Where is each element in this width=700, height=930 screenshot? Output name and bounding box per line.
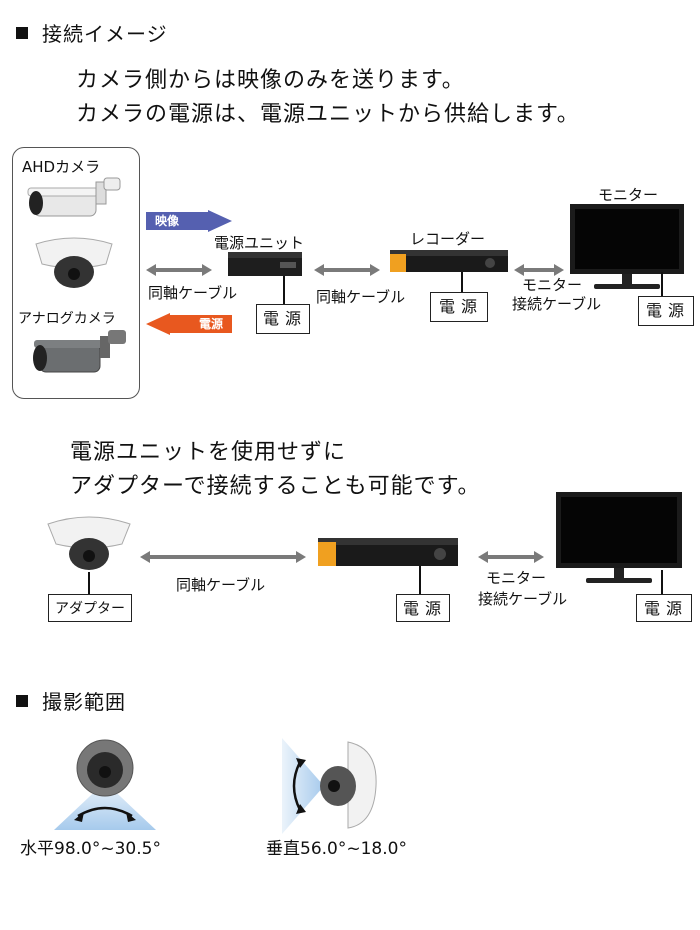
dome-camera-icon <box>35 237 113 288</box>
recorder-icon-2 <box>318 538 458 566</box>
monitor-arrow-1 <box>514 264 564 276</box>
power-box-2: 電源 <box>430 292 488 322</box>
power-unit-label: 電源ユニット <box>214 234 305 252</box>
lead2-line-1: 電源ユニットを使用せずに <box>70 440 347 465</box>
lead-line-2: カメラの電源は、電源ユニットから供給します。 <box>76 102 580 127</box>
coax-cable-label-2: 同軸ケーブル <box>316 288 406 306</box>
power-cord-5 <box>661 570 663 596</box>
horizontal-caption: 水平98.0°~30.5° <box>20 839 161 859</box>
coax-cable-label-3: 同軸ケーブル <box>176 576 266 594</box>
recorder-label: レコーダー <box>410 230 486 248</box>
adapter-box: アダプター <box>48 594 132 622</box>
monitor-cable-label-1: モニター 接続ケーブル <box>512 276 601 314</box>
dome-camera-icon-2 <box>47 516 131 570</box>
power-box-5: 電源 <box>636 594 692 622</box>
section3-heading: 撮影範囲 <box>16 686 126 715</box>
horizontal-range-icon <box>54 739 156 830</box>
power-box-3: 電源 <box>638 296 694 326</box>
power-unit-icon <box>228 252 302 276</box>
recorder-icon <box>390 250 508 272</box>
section1-lead: カメラ側からは映像のみを送ります。 カメラの電源は、電源ユニットから供給します。 <box>76 64 580 132</box>
coax-cable-label-1: 同軸ケーブル <box>148 284 238 302</box>
power-cord-1 <box>283 276 285 306</box>
adapter-cord <box>88 572 90 596</box>
section1-title: 接続イメージ <box>42 22 168 46</box>
vertical-caption: 垂直56.0°~18.0° <box>266 839 407 859</box>
power-cord-2 <box>461 272 463 294</box>
vertical-range-icon <box>282 738 377 834</box>
ahd-camera-label: AHDカメラ <box>22 158 101 176</box>
monitor-arrow-2 <box>478 551 544 563</box>
video-tag: 映像 <box>154 214 179 228</box>
analog-camera-label: アナログカメラ <box>18 311 116 327</box>
lead2-line-2: アダプターで接続することも可能です。 <box>70 474 481 499</box>
power-tag: 電源 <box>198 317 223 331</box>
monitor-icon-2 <box>556 492 682 583</box>
monitor-cable-label-2: モニター 接続ケーブル <box>478 568 567 610</box>
bullet-square-icon <box>16 27 28 39</box>
power-box-4: 電源 <box>396 594 450 622</box>
lead-line-1: カメラ側からは映像のみを送ります。 <box>76 68 465 93</box>
power-cord-3 <box>661 272 663 298</box>
camera-panel <box>12 147 140 399</box>
power-cord-4 <box>419 566 421 596</box>
video-arrow-icon <box>146 210 232 232</box>
monitor-cable-line1-b: モニター <box>486 569 547 587</box>
monitor-cable-line2-b: 接続ケーブル <box>478 590 568 608</box>
section2-lead: 電源ユニットを使用せずに アダプターで接続することも可能です。 <box>70 436 480 504</box>
coax-arrow-1 <box>146 264 212 276</box>
coax-arrow-2 <box>314 264 380 276</box>
monitor-cable-line2: 接続ケーブル <box>512 295 602 313</box>
monitor-label: モニター <box>598 186 659 204</box>
monitor-cable-line1: モニター <box>522 276 583 294</box>
power-box-1: 電源 <box>256 304 310 334</box>
analog-camera-icon <box>33 330 126 373</box>
section3-title: 撮影範囲 <box>42 690 126 714</box>
power-arrow-icon <box>146 313 232 335</box>
coax-arrow-3 <box>140 551 306 563</box>
section1-heading: 接続イメージ <box>16 18 168 47</box>
monitor-icon <box>570 204 684 289</box>
bullet-square-icon-2 <box>16 695 28 707</box>
bullet-camera-icon <box>27 177 121 217</box>
